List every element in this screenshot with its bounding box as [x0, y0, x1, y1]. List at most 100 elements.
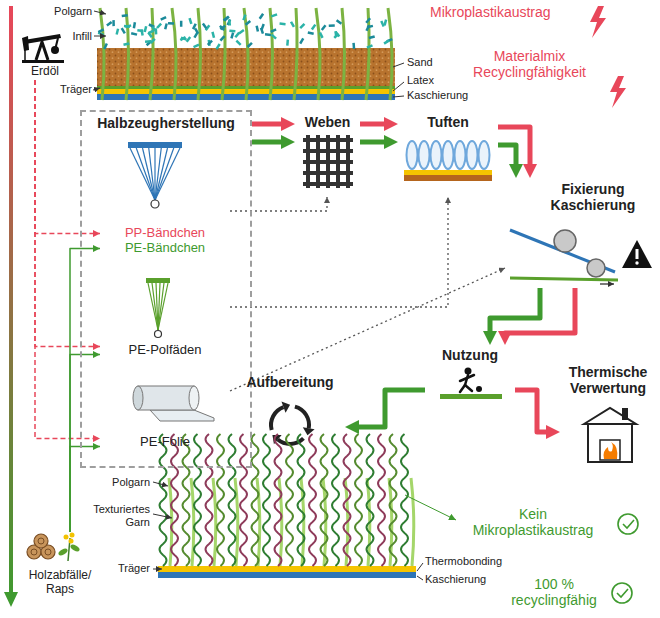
football-player-icon [440, 394, 502, 399]
recyclable-turf-illustration [158, 572, 416, 578]
tuft-icon [467, 141, 478, 169]
weave-icon [303, 182, 353, 186]
lamination-rollers-icon [600, 283, 614, 284]
conventional-turf-illustration [271, 13, 277, 17]
conventional-turf-illustration [383, 19, 387, 25]
node-label: PE-Polfäden [129, 343, 202, 358]
conventional-turf-illustration [181, 36, 187, 40]
conventional-turf-illustration [388, 8, 392, 100]
spinneret-icon [151, 200, 159, 208]
conventional-turf-illustration [188, 18, 192, 24]
bottom-label-leaders [153, 482, 168, 486]
recycle-icon [281, 402, 290, 413]
conventional-turf-illustration [97, 8, 395, 100]
conventional-turf-illustration [299, 38, 304, 44]
weave-icon [303, 135, 353, 188]
incinerator-icon [584, 408, 636, 424]
check-icons [612, 583, 632, 603]
part-label: Texturiertes Garn [85, 503, 150, 528]
conventional-turf-illustration [198, 8, 201, 100]
conventional-turf-illustration [352, 43, 355, 49]
top-label-leaders [393, 96, 404, 97]
recyclable-turf-illustration [332, 434, 339, 566]
spinneret-icon [128, 142, 182, 208]
conventional-turf-illustration [245, 20, 251, 26]
wood-rapeseed-icon [69, 543, 80, 552]
recyclable-turf-illustration [367, 434, 374, 566]
conventional-turf-illustration [148, 29, 154, 34]
oil-pump-icon [22, 36, 29, 51]
conventional-turf-illustration [279, 22, 285, 25]
conventional-turf-illustration [131, 32, 137, 36]
spinneret-icon [136, 148, 155, 200]
heat-warning-icon [622, 240, 652, 268]
conventional-turf-illustration [160, 16, 166, 21]
conventional-turf-illustration [100, 8, 104, 100]
conventional-turf-illustration [172, 8, 176, 100]
conventional-turf-illustration [270, 8, 273, 100]
conventional-turf-illustration [115, 28, 119, 34]
conventional-turf-illustration [193, 44, 199, 49]
football-player-icon [460, 385, 465, 392]
conventional-turf-illustration [365, 17, 371, 23]
recyclable-turf-illustration [390, 434, 397, 566]
node-label: Erdöl [31, 65, 59, 79]
part-label: Latex [407, 74, 452, 87]
oil-pump-icon [24, 34, 61, 44]
weave-icon [326, 135, 330, 188]
check-icons [618, 514, 638, 534]
conventional-turf-illustration [336, 19, 342, 25]
node-label: Holzabfälle/ Raps [22, 569, 98, 597]
bottom-label-leaders [153, 514, 172, 518]
recyclable-turf-illustration [191, 478, 194, 566]
recyclable-turf-illustration [158, 566, 416, 572]
recyclable-turf-illustration [275, 434, 282, 566]
resource-gradient-arrow [4, 592, 18, 607]
conventional-turf-illustration [366, 44, 372, 49]
check-icons [617, 589, 628, 597]
oil-pump-icon [22, 60, 64, 63]
conventional-turf-illustration [316, 8, 320, 100]
step-label: Thermische Verwertung [562, 364, 654, 396]
film-roll-icon [138, 386, 194, 410]
spinneret-icon [146, 278, 170, 338]
bottom-label-leaders [417, 576, 423, 580]
material-node: PE-Polfäden [100, 272, 230, 360]
conventional-turf-illustration [193, 32, 198, 38]
conventional-turf-illustration [180, 36, 186, 41]
recyclable-turf-illustration [171, 434, 178, 566]
warning-lightning [610, 76, 626, 108]
tuft-icon [455, 141, 466, 169]
spinneret-icon [148, 283, 158, 330]
conventional-turf-illustration [202, 23, 208, 29]
spinneret-icon [155, 331, 162, 338]
conventional-turf-illustration [144, 26, 148, 32]
flow-connector [70, 249, 100, 532]
conventional-turf-illustration [255, 25, 259, 31]
conventional-turf-illustration [308, 31, 314, 35]
conventional-turf-illustration [260, 27, 264, 33]
conventional-turf-illustration [122, 14, 128, 17]
conventional-turf-illustration [186, 36, 192, 42]
spinneret-icon [155, 148, 180, 200]
warning-lightning [590, 6, 626, 108]
conventional-turf-illustration [238, 29, 244, 35]
heat-warning-icon [635, 261, 638, 264]
part-label: Kaschierung [407, 89, 477, 102]
heat-warning-icon [636, 249, 639, 259]
conventional-turf-illustration [112, 20, 115, 26]
recyclable-turf-illustration [217, 434, 224, 566]
process-step: Fixierung Kaschierung [505, 178, 655, 288]
recyclable-turf-illustration [158, 434, 416, 578]
conventional-turf-illustration [299, 23, 305, 29]
wood-rapeseed-icon [57, 547, 68, 556]
recyclable-turf-illustration [206, 434, 213, 566]
conventional-turf-illustration [220, 25, 226, 31]
tuft-icon [479, 141, 490, 169]
flow-connector [353, 390, 425, 427]
wood-rapeseed-icon [45, 549, 51, 555]
conventional-turf-illustration [219, 25, 225, 31]
